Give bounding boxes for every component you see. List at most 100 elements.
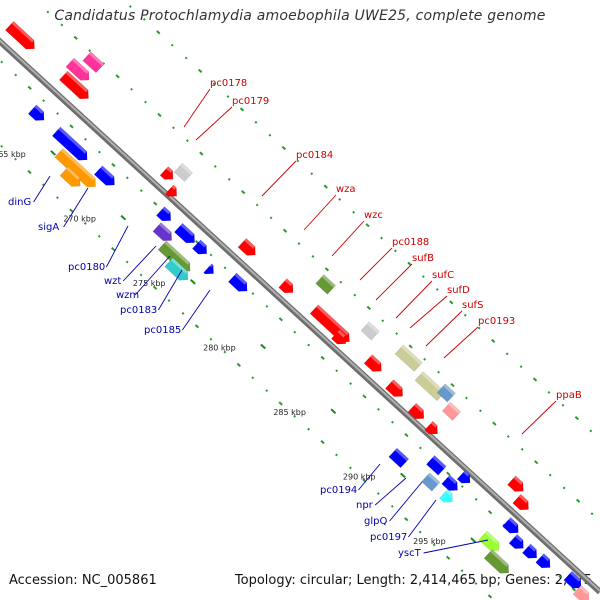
gene-arrow[interactable] <box>82 51 105 74</box>
gene-feature[interactable] <box>5 20 38 53</box>
gene-arrow[interactable] <box>439 489 457 506</box>
gene-feature[interactable] <box>174 222 198 247</box>
gene-arrow[interactable] <box>360 321 380 341</box>
gene-arrow[interactable] <box>522 543 540 562</box>
gene-feature[interactable] <box>192 239 210 258</box>
gene-feature[interactable] <box>426 455 447 476</box>
gene-feature[interactable] <box>203 263 218 278</box>
gene-arrow[interactable] <box>388 447 410 469</box>
gene-label[interactable]: pc0194 <box>320 485 357 496</box>
gene-arrow[interactable] <box>228 272 251 295</box>
gene-arrow[interactable] <box>421 472 441 492</box>
gene-arrow[interactable] <box>51 126 91 164</box>
gene-feature[interactable] <box>456 469 474 487</box>
gene-arrow[interactable] <box>563 570 585 592</box>
gene-feature[interactable] <box>164 257 192 284</box>
gene-label[interactable]: wza <box>336 184 356 195</box>
gene-feature[interactable] <box>421 472 441 492</box>
gene-arrow[interactable] <box>203 263 218 278</box>
gene-feature[interactable] <box>59 166 84 191</box>
gene-feature[interactable] <box>315 274 336 295</box>
gene-arrow[interactable] <box>174 222 198 247</box>
gene-arrow[interactable] <box>152 222 176 244</box>
gene-feature[interactable] <box>507 475 527 496</box>
gene-arrow[interactable] <box>278 278 297 297</box>
gene-feature[interactable] <box>159 166 177 184</box>
gene-arrow[interactable] <box>502 517 522 537</box>
gene-arrow[interactable] <box>483 549 513 577</box>
gene-feature[interactable] <box>152 222 176 244</box>
gene-arrow[interactable] <box>441 401 462 421</box>
gene-feature[interactable] <box>228 272 251 295</box>
gene-label[interactable]: pc0193 <box>478 316 515 327</box>
gene-label[interactable]: pc0185 <box>144 325 181 336</box>
gene-feature[interactable] <box>59 70 92 103</box>
gene-arrow[interactable] <box>65 57 93 84</box>
gene-arrow[interactable] <box>164 257 192 284</box>
gene-label[interactable]: pc0188 <box>392 237 429 248</box>
gene-label[interactable]: sufC <box>432 270 454 281</box>
gene-label[interactable]: wzm <box>116 290 139 301</box>
gene-arrow[interactable] <box>456 469 474 487</box>
gene-label[interactable]: wzc <box>364 210 383 221</box>
gene-label[interactable]: sufS <box>462 300 483 311</box>
gene-arrow[interactable] <box>407 402 428 423</box>
gene-feature[interactable] <box>572 584 593 600</box>
gene-feature[interactable] <box>394 344 423 372</box>
gene-feature[interactable] <box>563 570 585 592</box>
gene-arrow[interactable] <box>385 379 406 401</box>
gene-feature[interactable] <box>82 51 105 74</box>
gene-arrow[interactable] <box>156 206 174 225</box>
gene-arrow[interactable] <box>414 371 446 402</box>
gene-feature[interactable] <box>512 493 533 514</box>
gene-arrow[interactable] <box>237 238 259 259</box>
gene-arrow[interactable] <box>315 274 336 295</box>
gene-feature[interactable] <box>51 126 91 164</box>
gene-feature[interactable] <box>522 543 540 562</box>
gene-feature[interactable] <box>54 148 100 191</box>
gene-arrow[interactable] <box>173 162 193 182</box>
gene-arrow[interactable] <box>363 354 385 376</box>
gene-feature[interactable] <box>309 304 353 346</box>
gene-label[interactable]: ppaB <box>556 390 582 401</box>
gene-arrow[interactable] <box>93 165 118 190</box>
gene-feature[interactable] <box>164 184 180 201</box>
gene-arrow[interactable] <box>5 20 38 53</box>
gene-feature[interactable] <box>278 278 297 297</box>
gene-feature[interactable] <box>441 474 462 495</box>
gene-arrow[interactable] <box>426 455 447 476</box>
gene-feature[interactable] <box>502 517 522 537</box>
gene-arrow[interactable] <box>436 383 456 403</box>
gene-feature[interactable] <box>436 383 456 403</box>
gene-arrow[interactable] <box>192 239 210 258</box>
gene-feature[interactable] <box>483 549 513 577</box>
gene-feature[interactable] <box>65 57 93 84</box>
gene-label[interactable]: sufB <box>412 253 434 264</box>
gene-feature[interactable] <box>173 162 193 182</box>
gene-label[interactable]: npr <box>356 500 374 511</box>
gene-arrow[interactable] <box>394 344 423 372</box>
gene-label[interactable]: pc0180 <box>68 262 105 273</box>
gene-label[interactable]: pc0183 <box>120 305 157 316</box>
gene-arrow[interactable] <box>54 148 100 191</box>
gene-feature[interactable] <box>414 371 446 402</box>
gene-arrow[interactable] <box>59 70 92 103</box>
gene-arrow[interactable] <box>27 104 48 125</box>
gene-feature[interactable] <box>385 379 406 401</box>
gene-feature[interactable] <box>478 530 503 555</box>
gene-label[interactable]: yscT <box>398 548 422 559</box>
gene-label[interactable]: glpQ <box>364 516 387 527</box>
gene-label[interactable]: sufD <box>447 285 470 296</box>
gene-arrow[interactable] <box>535 553 554 572</box>
gene-feature[interactable] <box>439 489 457 506</box>
gene-label[interactable]: dinG <box>8 197 31 208</box>
gene-feature[interactable] <box>363 354 385 376</box>
gene-arrow[interactable] <box>441 474 462 495</box>
gene-label[interactable]: pc0197 <box>370 532 407 543</box>
gene-feature[interactable] <box>407 402 428 423</box>
gene-feature[interactable] <box>508 534 527 552</box>
gene-arrow[interactable] <box>59 166 84 191</box>
gene-label[interactable]: sigA <box>38 222 59 233</box>
gene-label[interactable]: wzt <box>104 276 121 287</box>
gene-feature[interactable] <box>388 447 410 469</box>
